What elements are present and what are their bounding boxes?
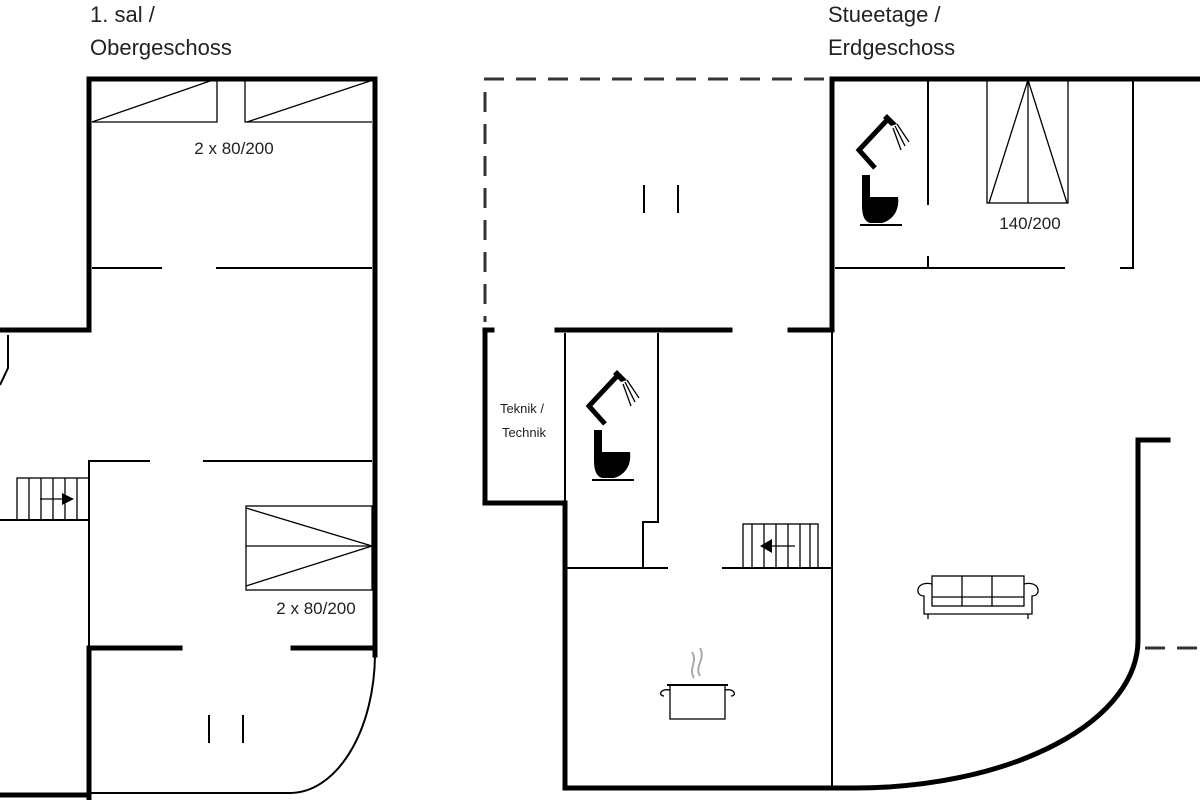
bed-size-label: 2 x 80/200 xyxy=(194,139,273,158)
upper-floor-plan: 1. sal / Obergeschoss 2 x 80/200 xyxy=(0,2,378,800)
bed-size-label: 140/200 xyxy=(999,214,1060,233)
cooking-pot-icon xyxy=(659,647,736,720)
toilet-icon xyxy=(860,175,902,226)
toilet-icon xyxy=(592,430,634,481)
sofa-icon xyxy=(917,575,1039,619)
bed-icon xyxy=(245,505,373,591)
upper-floor-inner-walls xyxy=(88,267,372,648)
window-icon xyxy=(643,185,679,213)
stairs-icon[interactable] xyxy=(742,523,819,569)
bed-icon xyxy=(91,80,372,123)
upper-floor-outer-walls xyxy=(0,76,378,800)
stairs-icon[interactable] xyxy=(0,477,90,521)
technik-room-label-line1: Teknik / xyxy=(500,401,544,416)
window-icon xyxy=(208,715,244,743)
bed-size-label: 2 x 80/200 xyxy=(276,599,355,618)
shower-icon xyxy=(855,114,910,170)
terrace-outline xyxy=(483,77,1200,650)
ground-floor-title-line1: Stueetage / xyxy=(828,2,941,27)
ground-floor-inner-walls xyxy=(564,79,1134,788)
upper-floor-title-line2: Obergeschoss xyxy=(90,35,232,60)
shower-icon xyxy=(585,370,640,426)
ground-floor-outer-walls xyxy=(482,76,1200,791)
upper-floor-title-line1: 1. sal / xyxy=(90,2,156,27)
technik-room-label-line2: Technik xyxy=(502,425,547,440)
ground-floor-plan: Stueetage / Erdgeschoss xyxy=(482,2,1200,791)
bed-icon xyxy=(986,78,1069,204)
ground-floor-title-line2: Erdgeschoss xyxy=(828,35,955,60)
